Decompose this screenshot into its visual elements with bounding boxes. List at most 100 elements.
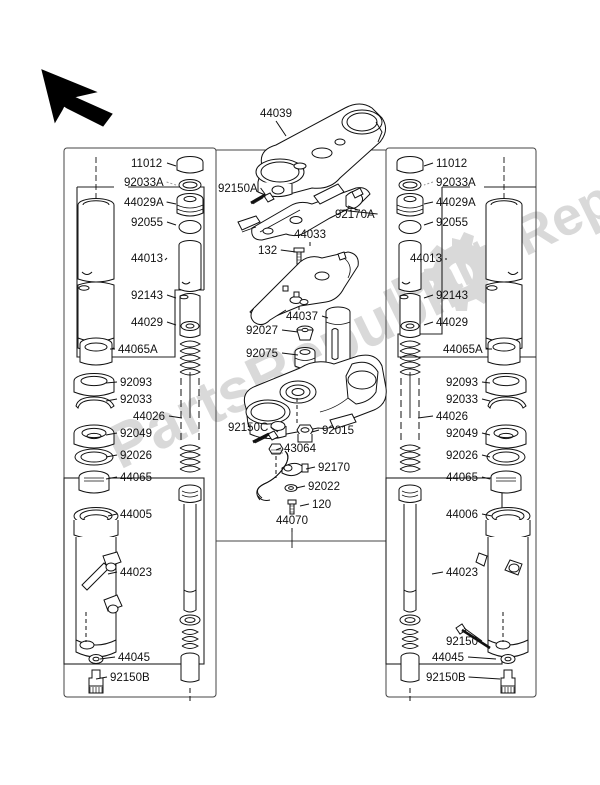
part-number-label[interactable]: 92143 [131, 290, 163, 302]
right-rebound-spring [401, 629, 419, 649]
right-outer-tube-lower-hole [486, 285, 498, 291]
part-number-label[interactable]: 44026 [133, 411, 165, 423]
callout-group-left-column: 11012 92033A 44029A 92055 44013 92143 44029 440… [95, 158, 183, 684]
part-number-label[interactable]: 44013 [131, 253, 163, 265]
part-number-label[interactable]: 92049 [120, 428, 152, 440]
part-number-label[interactable]: 120 [312, 499, 331, 511]
left-washer-44045-bore [92, 656, 100, 662]
part-number-label[interactable]: 44029A [124, 197, 164, 209]
part-number-label[interactable]: 44029A [436, 197, 476, 209]
leader-line [295, 485, 306, 489]
left-damper-rod-step [183, 589, 197, 593]
leader-line [481, 513, 493, 517]
right-rebound-washer-bore [404, 617, 416, 623]
part-number-label[interactable]: 44013 [410, 253, 442, 265]
guard-hole-c [299, 299, 309, 305]
part-number-label[interactable]: 44029 [436, 317, 468, 329]
part-number-label[interactable]: 44065 [446, 472, 478, 484]
part-number-label[interactable]: 44037 [286, 311, 318, 323]
right-damper-rod-step [403, 589, 417, 593]
lower-clamp-pinch-boss [270, 421, 286, 431]
part-number-label[interactable]: 44045 [432, 652, 464, 664]
left-tube-small-notch [181, 281, 191, 285]
right-washer-44029-bore [405, 323, 415, 329]
part-number-label[interactable]: 92015 [322, 425, 354, 437]
part-number-label[interactable]: 44039 [260, 108, 292, 120]
part-number-label[interactable]: 92093 [120, 377, 152, 389]
part-number-label[interactable]: 92055 [436, 217, 468, 229]
part-number-label[interactable]: 44023 [120, 567, 152, 579]
part-number-label[interactable]: 92033A [124, 177, 164, 189]
left-outer-tube-notch [81, 271, 93, 275]
right-bushing-44065-body [490, 477, 522, 494]
center-assembly-group [237, 103, 387, 548]
part-number-label[interactable]: 44070 [276, 515, 308, 527]
part-number-label[interactable]: 44023 [446, 567, 478, 579]
guard-hole-a [314, 271, 330, 281]
right-oring-92055 [398, 220, 422, 234]
part-number-label[interactable]: 92055 [131, 217, 163, 229]
part-number-label[interactable]: 44026 [436, 411, 468, 423]
leader-line [468, 676, 501, 680]
part-number-label[interactable]: 132 [258, 245, 277, 257]
clamp-center-hole [311, 147, 333, 159]
right-lug-hole [508, 563, 520, 573]
part-number-label[interactable]: 44005 [120, 509, 152, 521]
right-plug-44029A-body [396, 199, 424, 217]
leader-line [166, 294, 177, 299]
leader-line [99, 656, 116, 660]
left-slider-bottom-band [75, 639, 117, 646]
part-number-label[interactable]: 92150B [426, 672, 466, 684]
leader-line [105, 476, 118, 480]
part-number-label[interactable]: 11012 [436, 158, 467, 170]
leader-line [431, 571, 444, 575]
leader-line [275, 447, 282, 451]
part-number-label[interactable]: 92033A [436, 177, 476, 189]
left-lug-hole-lower [107, 604, 119, 614]
part-number-label[interactable]: 44029 [131, 317, 163, 329]
left-plug-44029A-threads [176, 204, 204, 213]
part-number-label[interactable]: 44065A [443, 344, 483, 356]
part-number-label[interactable]: 92075 [246, 348, 278, 360]
part-44070-lower-bracket [243, 354, 387, 440]
part-number-label[interactable]: 44045 [118, 652, 150, 664]
part-number-label[interactable]: 92150B [110, 672, 150, 684]
part-number-label[interactable]: 92150 [446, 636, 478, 648]
part-number-label[interactable]: 11012 [131, 158, 162, 170]
left-cap-11012-body [176, 162, 204, 174]
part-number-label[interactable]: 92150A [218, 183, 258, 195]
part-number-label[interactable]: 92170A [335, 209, 375, 221]
leader-line [481, 454, 491, 458]
part-brake-hose-loop [256, 450, 289, 501]
clamp-right-bore-inner [346, 112, 378, 132]
left-damper-rod [183, 504, 197, 613]
part-number-label[interactable]: 44065A [118, 344, 158, 356]
part-number-label[interactable]: 92022 [308, 481, 340, 493]
part-number-label[interactable]: 92170 [318, 462, 350, 474]
panel-left-inner-top-b [76, 187, 176, 358]
part-number-label[interactable]: 92033 [446, 394, 478, 406]
left-piston-body [180, 657, 200, 683]
part-number-label[interactable]: 43064 [284, 443, 317, 455]
part-number-label[interactable]: 92026 [446, 450, 478, 462]
label-layer: 11012 92033A 44029A 92055 44013 92143 44029 440… [95, 108, 501, 684]
part-number-label[interactable]: 92033 [120, 394, 152, 406]
part-number-label[interactable]: 92049 [446, 428, 478, 440]
left-washer-92026-bore [80, 451, 108, 463]
left-oring-92033A-bore [182, 181, 198, 189]
part-number-label[interactable]: 92093 [446, 377, 478, 389]
part-number-label[interactable]: 44065 [120, 472, 152, 484]
leader-line [275, 120, 287, 137]
leader-line [107, 571, 118, 575]
right-small-parts-column [396, 156, 424, 338]
part-number-label[interactable]: 92143 [436, 290, 468, 302]
right-washer-92026-bore [492, 451, 520, 463]
part-number-label[interactable]: 92150C [228, 422, 268, 434]
left-circlip-92033 [75, 396, 115, 409]
part-number-label[interactable]: 92026 [120, 450, 152, 462]
right-seal-92049-inner [498, 432, 514, 440]
part-number-label[interactable]: 92027 [246, 325, 278, 337]
part-number-label[interactable]: 44006 [446, 509, 478, 521]
part-number-label[interactable]: 44033 [294, 229, 326, 241]
right-cap-11012-body [396, 162, 424, 174]
